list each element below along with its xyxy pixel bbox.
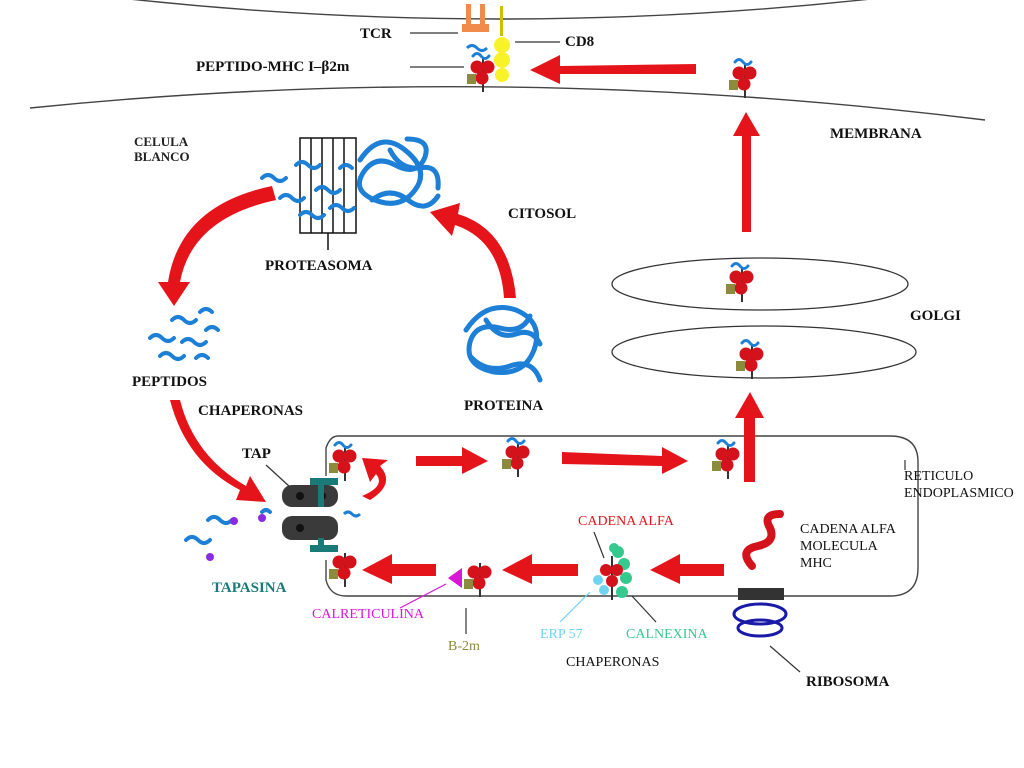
proteasoma-label: PROTEASOMA	[265, 258, 373, 274]
proteasome-peptides	[260, 160, 356, 220]
arrow-tap-loading	[362, 458, 388, 500]
arrow-peptidos-to-tap	[170, 400, 266, 502]
arrow-er-bottom-2	[502, 554, 578, 584]
mhc-at-membrane	[729, 60, 757, 99]
protein	[463, 305, 543, 383]
celula-label: CELULA	[134, 134, 189, 149]
peptides-near-tap	[184, 508, 272, 561]
tap-label: TAP	[242, 446, 271, 462]
golgi-cisterna-2	[611, 325, 917, 379]
ribosoma-label: RIBOSOMA	[806, 674, 890, 690]
arrow-golgi-to-membrane	[733, 112, 760, 232]
proteina-label: PROTEINA	[464, 398, 543, 414]
arrow-er-bottom-1	[650, 554, 724, 584]
chaperonas-bottom-label: CHAPERONAS	[566, 655, 659, 670]
cadena-alfa-label: CADENA ALFA	[800, 522, 897, 537]
arrow-er-2	[562, 447, 688, 474]
golgi-label: GOLGI	[910, 308, 961, 324]
cadena-alfa-red-label: CADENA ALFA	[578, 514, 675, 529]
proteasome	[299, 137, 357, 250]
endoplasmic-reticulum	[325, 435, 919, 597]
cd8-label: CD8	[565, 34, 594, 50]
target-cell-membrane	[29, 85, 986, 121]
mhc-tapasina-complex	[328, 552, 358, 588]
cd8-coreceptor	[494, 6, 510, 82]
calnexina-pointer	[631, 595, 657, 623]
mhc-label: MHC	[800, 556, 832, 571]
calreticulina-label: CALRETICULINA	[312, 607, 425, 622]
mhc-golgi-1	[726, 264, 754, 303]
mhc-er-top-2	[712, 441, 740, 480]
arrow-er-to-golgi	[735, 392, 764, 482]
reticulo-label: RETICULO	[904, 469, 973, 484]
arrow-proteasome-to-peptidos	[158, 186, 276, 306]
blanco-label: BLANCO	[134, 149, 190, 164]
calreticulina-pointer	[399, 583, 447, 609]
arrow-to-surface	[530, 55, 696, 84]
arrow-er-1	[416, 447, 488, 474]
arrow-er-bottom-3	[362, 554, 436, 584]
membrana-label: MEMBRANA	[830, 126, 922, 142]
golgi-cisterna-1	[611, 257, 909, 311]
protein-in-proteasome	[356, 136, 441, 209]
erp57-label: ERP 57	[540, 627, 583, 642]
chaperonas-top-label: CHAPERONAS	[198, 403, 303, 419]
tcr-label: TCR	[360, 26, 392, 42]
erp57-pointer	[559, 591, 591, 623]
arrow-proteina-to-proteasome	[430, 203, 516, 298]
tap-pointer	[265, 464, 291, 488]
peptidos-label: PEPTIDOS	[132, 374, 207, 390]
mhc-golgi-2	[736, 341, 764, 380]
ribosome	[732, 588, 788, 638]
nascent-alpha-chain	[742, 510, 784, 570]
ribosoma-pointer	[769, 645, 801, 673]
b2m-label: B-2m	[448, 639, 480, 654]
molecula-label: MOLECULA	[800, 539, 879, 554]
tap-transporter	[282, 478, 338, 552]
peptides-cluster	[148, 307, 220, 361]
tcr-receptor	[462, 4, 489, 32]
calnexina-label: CALNEXINA	[626, 627, 709, 642]
tapasina-label: TAPASINA	[212, 580, 287, 596]
peptido-mhc-label: PEPTIDO-MHC I–β2m	[196, 59, 350, 75]
citosol-label: CITOSOL	[508, 206, 576, 222]
endoplasmico-label: ENDOPLASMICO	[904, 486, 1014, 501]
mhc-er-top-1	[502, 439, 530, 478]
mhc-loaded-tap	[329, 443, 357, 482]
calnexina-complex	[593, 543, 632, 600]
calreticulina-complex	[448, 562, 493, 598]
cadena-alfa-red-pointer	[593, 531, 605, 559]
